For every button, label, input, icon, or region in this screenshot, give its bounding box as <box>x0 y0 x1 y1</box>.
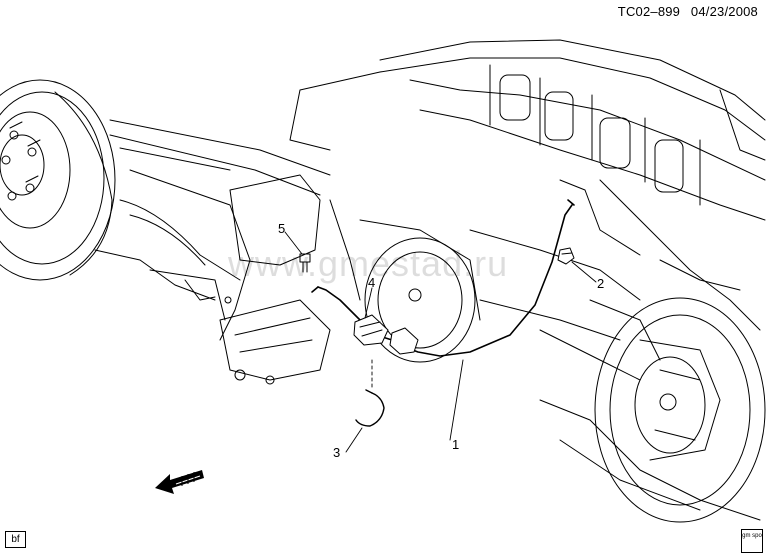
gm-spo-logo: gm spo <box>741 529 763 553</box>
logo-text: gm spo <box>742 533 762 539</box>
figure-code: TC02–899 <box>617 4 681 19</box>
callout-2: 2 <box>597 276 605 291</box>
harness-clip <box>557 247 575 265</box>
figure-header: TC02–899 04/23/2008 <box>618 4 758 19</box>
left-suspension <box>94 174 321 321</box>
callout-5: 5 <box>278 221 286 236</box>
left-brake-rotor <box>0 79 116 281</box>
right-brake-assembly <box>539 179 766 523</box>
callout-3: 3 <box>333 445 341 460</box>
mounting-bolt <box>299 253 311 273</box>
callout-1: 1 <box>452 437 460 452</box>
corner-tag: bf <box>5 531 26 548</box>
retainer-clip <box>355 389 385 427</box>
figure-date: 04/23/2008 <box>690 4 758 19</box>
leader-lines <box>284 231 597 453</box>
callout-4: 4 <box>368 275 376 290</box>
front-direction-arrow-icon <box>155 470 204 494</box>
sensor-connector <box>353 314 419 355</box>
frame-crossmember <box>289 39 766 256</box>
watermark-text: www.gmestad.ru <box>228 243 509 284</box>
